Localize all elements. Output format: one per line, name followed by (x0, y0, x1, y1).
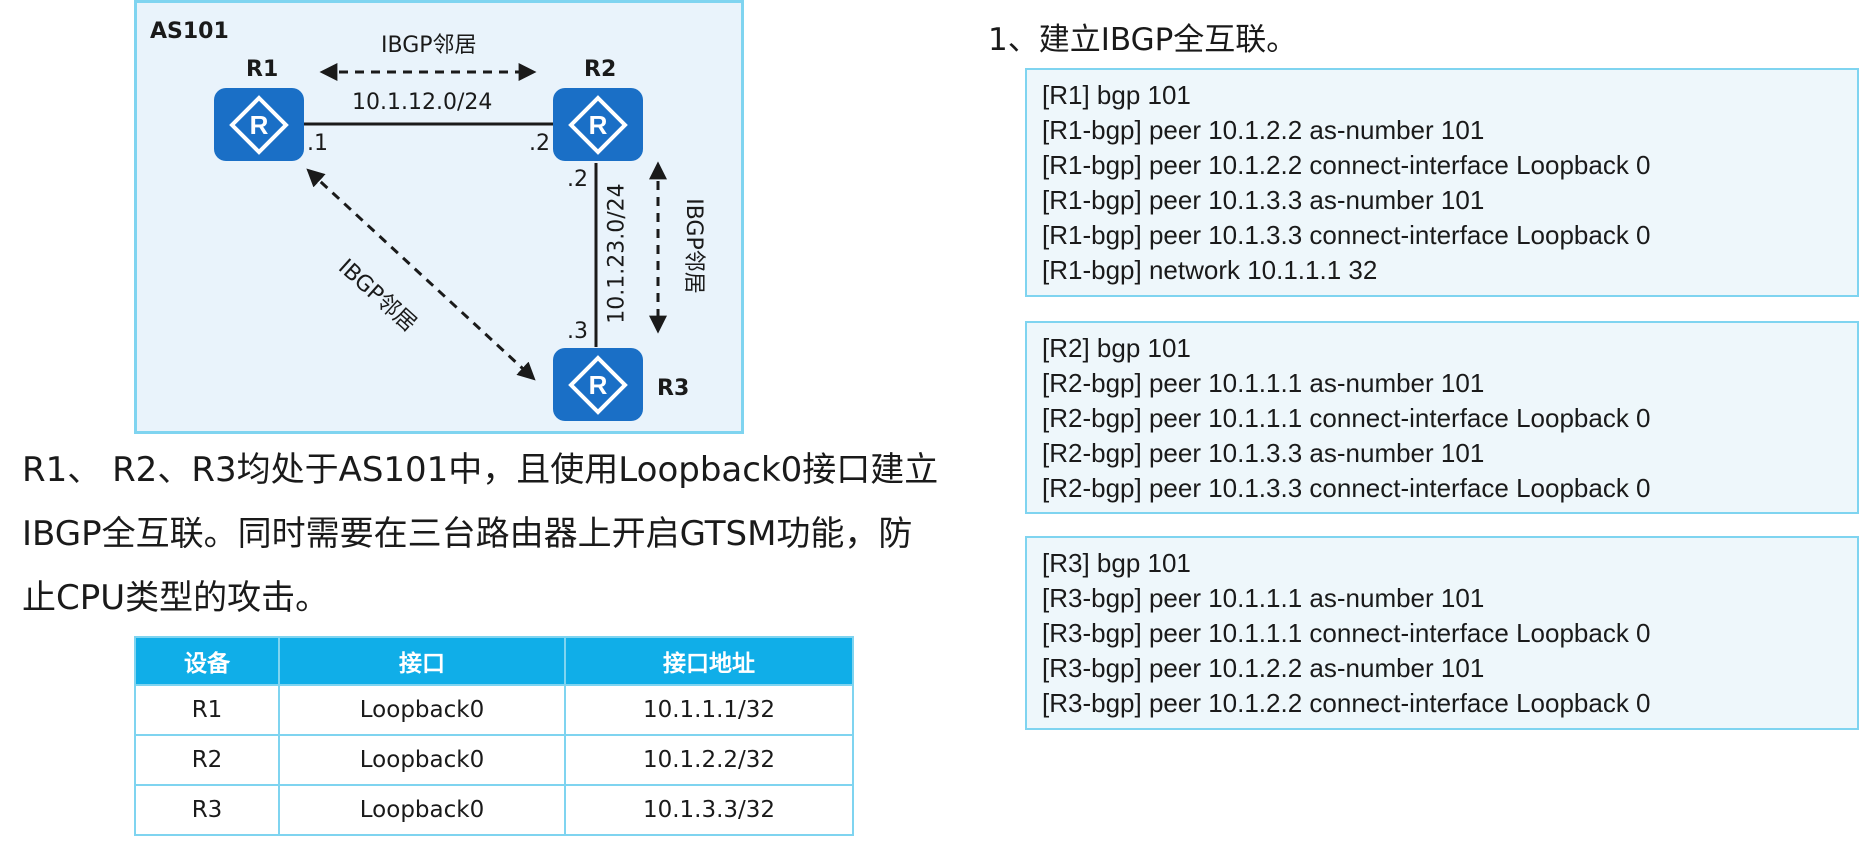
config-line: [R3-bgp] peer 10.1.1.1 as-number 101 (1042, 583, 1485, 613)
router-r1-label: R1 (246, 57, 279, 82)
subnet-r2-r3: 10.1.23.0/24 (604, 183, 630, 324)
ibgp-arrow-r1-r3 (306, 168, 536, 381)
header-interface: 接口 (278, 636, 566, 686)
table-header-row: 设备 接口 接口地址 (134, 636, 854, 686)
cell-device: R3 (134, 784, 280, 836)
config-line: [R1-bgp] peer 10.1.2.2 connect-interface… (1042, 150, 1651, 180)
config-line: [R2-bgp] peer 10.1.3.3 as-number 101 (1042, 438, 1485, 468)
interface-table: 设备 接口 接口地址 R1 Loopback0 10.1.1.1/32 R2 L… (134, 636, 854, 836)
config-line: [R1-bgp] peer 10.1.3.3 connect-interface… (1042, 220, 1651, 250)
cell-interface: Loopback0 (278, 684, 566, 736)
config-block-r3: [R3] bgp 101 [R3-bgp] peer 10.1.1.1 as-n… (1025, 536, 1859, 730)
cell-device: R2 (134, 734, 280, 786)
router-r1-letter: R (250, 110, 269, 140)
config-line: [R3-bgp] peer 10.1.2.2 connect-interface… (1042, 688, 1651, 718)
config-line: [R2-bgp] peer 10.1.1.1 connect-interface… (1042, 403, 1651, 433)
router-r3-label: R3 (657, 376, 690, 401)
header-device: 设备 (134, 636, 280, 686)
config-line: [R1-bgp] network 10.1.1.1 32 (1042, 255, 1378, 285)
config-line: [R1-bgp] peer 10.1.2.2 as-number 101 (1042, 115, 1485, 145)
iface-r3-to-r2: .3 (567, 319, 588, 344)
task-description: R1、 R2、R3均处于AS101中，且使用Loopback0接口建立IBGP全… (22, 450, 939, 618)
config-block-r2: [R2] bgp 101 [R2-bgp] peer 10.1.1.1 as-n… (1025, 321, 1859, 514)
cell-interface: Loopback0 (278, 734, 566, 786)
topology-canvas: R R R (214, 63, 667, 421)
step-title: 1、建立IBGP全互联。 (988, 22, 1298, 58)
config-line: [R1-bgp] peer 10.1.3.3 as-number 101 (1042, 185, 1485, 215)
router-r2-label: R2 (584, 57, 617, 82)
router-r1-icon[interactable]: R (214, 88, 304, 161)
config-line: [R3-bgp] peer 10.1.1.1 connect-interface… (1042, 618, 1651, 648)
table-row: R1 Loopback0 10.1.1.1/32 (134, 684, 854, 736)
router-r2-icon[interactable]: R (553, 88, 643, 161)
router-r2-letter: R (589, 110, 608, 140)
ibgp-label-r1-r2: IBGP邻居 (381, 33, 477, 58)
router-r3-icon[interactable]: R (553, 348, 643, 421)
cell-interface: Loopback0 (278, 784, 566, 836)
cell-device: R1 (134, 684, 280, 736)
ibgp-label-r2-r3: IBGP邻居 (680, 198, 706, 294)
config-line: [R3-bgp] peer 10.1.2.2 as-number 101 (1042, 653, 1485, 683)
config-line: [R2-bgp] peer 10.1.1.1 as-number 101 (1042, 368, 1485, 398)
cell-address: 10.1.2.2/32 (564, 734, 854, 786)
as-label: AS101 (150, 19, 229, 44)
subnet-r1-r2: 10.1.12.0/24 (352, 90, 493, 115)
table-row: R3 Loopback0 10.1.3.3/32 (134, 784, 854, 836)
config-line: [R2-bgp] peer 10.1.3.3 connect-interface… (1042, 473, 1651, 503)
router-r3-letter: R (589, 370, 608, 400)
config-line: [R1] bgp 101 (1042, 80, 1191, 110)
table-row: R2 Loopback0 10.1.2.2/32 (134, 734, 854, 786)
cell-address: 10.1.1.1/32 (564, 684, 854, 736)
header-address: 接口地址 (564, 636, 854, 686)
cell-address: 10.1.3.3/32 (564, 784, 854, 836)
iface-r2-to-r1: .2 (529, 131, 550, 156)
iface-r2-to-r3: .2 (567, 167, 588, 192)
config-block-r1: [R1] bgp 101 [R1-bgp] peer 10.1.2.2 as-n… (1025, 68, 1859, 297)
config-line: [R3] bgp 101 (1042, 548, 1191, 578)
topology-diagram: R R R AS101 R1 R2 R3 IBGP邻居 10.1.12.0/24… (134, 0, 744, 434)
iface-r1-to-r2: .1 (307, 131, 328, 156)
config-line: [R2] bgp 101 (1042, 333, 1191, 363)
